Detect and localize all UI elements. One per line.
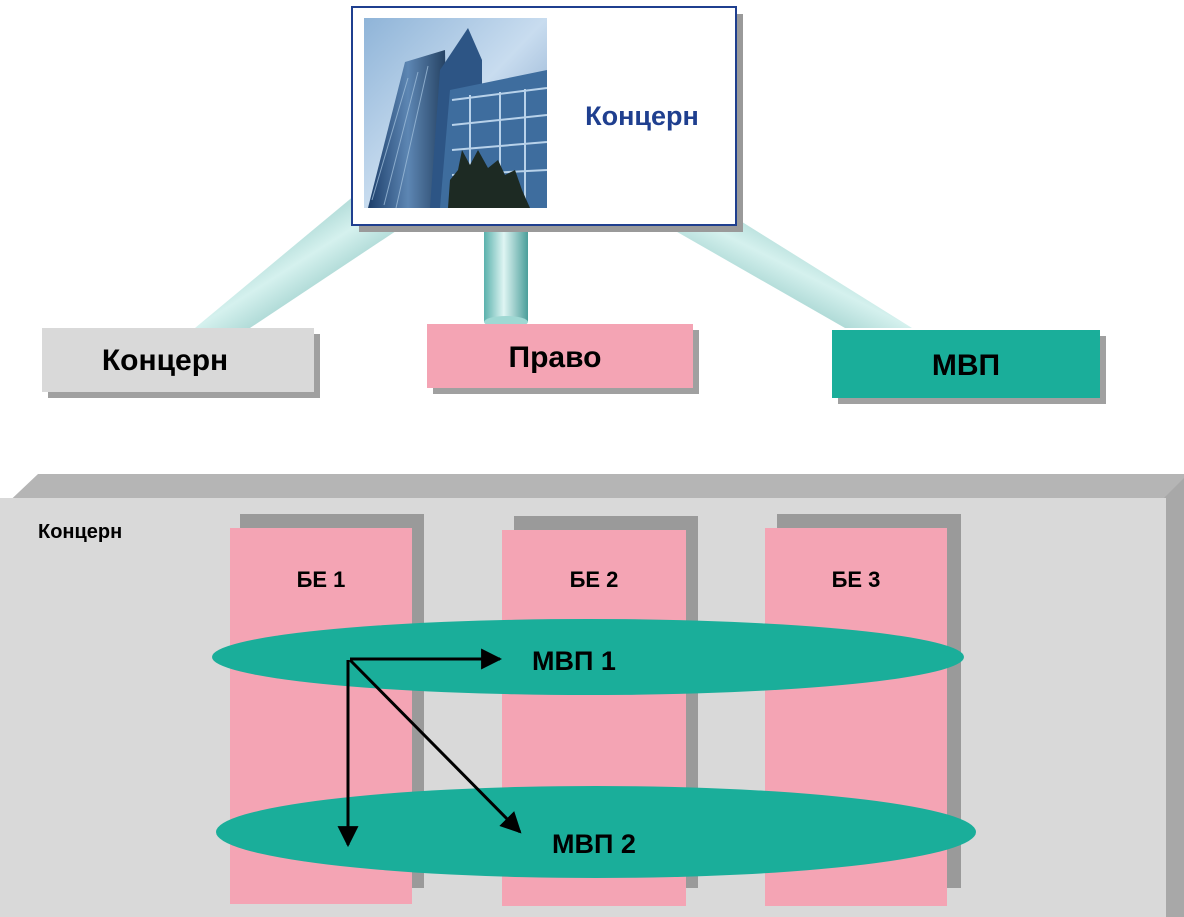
category-mvp: МВП [832, 330, 1106, 404]
mvp-layer-2 [216, 786, 976, 878]
unit-label-1: БЕ 1 [297, 567, 346, 592]
top-box-title: Концерн [585, 101, 699, 131]
category-law-label: Право [509, 341, 602, 374]
category-law: Право [427, 324, 699, 394]
mvp-layers: МВП 1 МВП 2 [212, 619, 976, 878]
arrow-diagonal [348, 658, 522, 834]
relation-arrows [337, 648, 522, 848]
building-image [364, 18, 548, 209]
mvp-layer-1 [212, 619, 964, 695]
platform-top-face [0, 474, 1184, 510]
platform-side-face [1164, 478, 1184, 917]
mvp-layer-2-label: МВП 2 [552, 829, 636, 859]
category-concern: Концерн [42, 328, 320, 398]
mvp-layer-1-label: МВП 1 [532, 646, 616, 676]
top-entity-box: Концерн [351, 6, 743, 232]
unit-label-3: БЕ 3 [832, 567, 881, 592]
unit-label-2: БЕ 2 [570, 567, 619, 592]
tube-left [195, 195, 405, 328]
category-mvp-label: МВП [932, 349, 1000, 382]
platform-label: Концерн [38, 521, 122, 543]
category-concern-label: Концерн [102, 344, 228, 377]
tube-right [665, 205, 912, 328]
tube-center [484, 222, 528, 322]
